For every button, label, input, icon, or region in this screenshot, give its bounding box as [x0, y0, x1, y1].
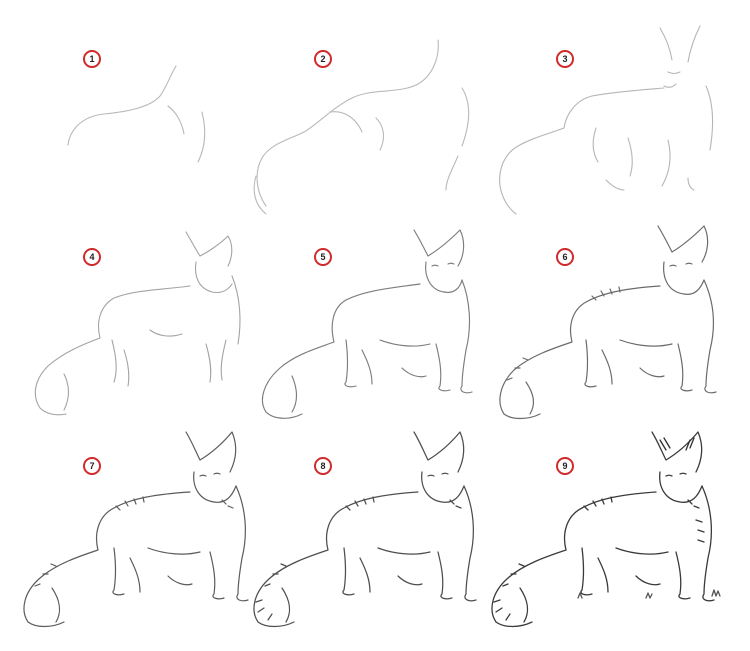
step-6-sketch	[499, 225, 717, 420]
step-badge-9: 9	[556, 457, 574, 475]
step-badge-4: 4	[83, 248, 101, 266]
step-4-sketch	[34, 231, 241, 416]
step-8-sketch	[253, 431, 477, 628]
step-2-sketch	[253, 39, 470, 215]
step-badge-1: 1	[83, 50, 101, 68]
step-3-sketch	[499, 25, 714, 215]
step-badge-2: 2	[314, 50, 332, 68]
step-7-sketch	[23, 431, 249, 628]
step-badge-5: 5	[314, 248, 332, 266]
step-5-sketch	[261, 229, 473, 419]
step-1-sketch	[67, 65, 206, 163]
step-badge-6: 6	[556, 248, 574, 266]
step-badge-7: 7	[83, 457, 101, 475]
step-badge-8: 8	[314, 457, 332, 475]
step-badge-3: 3	[556, 50, 574, 68]
step-9-sketch	[491, 431, 721, 628]
